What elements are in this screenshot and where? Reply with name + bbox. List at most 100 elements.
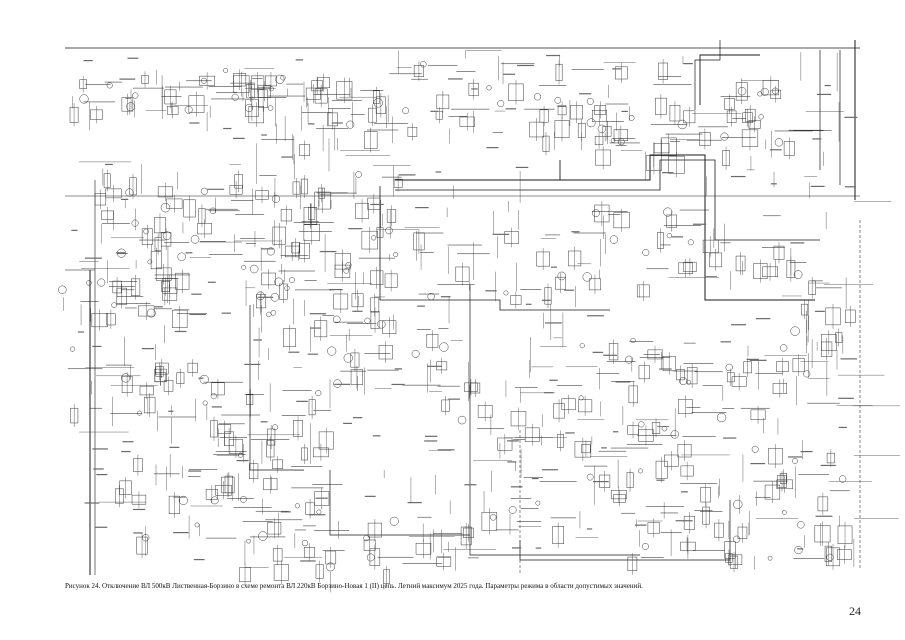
annotation-mark xyxy=(261,248,274,250)
annotation-mark xyxy=(83,60,93,62)
transformer-symbol xyxy=(160,202,171,213)
transformer-symbol xyxy=(301,539,309,547)
annotation-mark xyxy=(671,236,684,238)
annotation-mark xyxy=(592,351,604,353)
annotation-mark xyxy=(120,198,129,200)
transformer-symbol xyxy=(345,262,352,269)
annotation-mark xyxy=(838,397,854,399)
transformer-symbol xyxy=(106,82,113,89)
annotation-mark xyxy=(448,78,463,80)
annotation-mark xyxy=(571,231,580,233)
transformer-symbol xyxy=(737,86,747,96)
annotation-mark xyxy=(621,110,628,113)
annotation-mark xyxy=(770,183,777,185)
transformer-symbol xyxy=(266,311,272,318)
annotation-mark xyxy=(612,431,619,433)
annotation-mark xyxy=(550,266,557,268)
transformer-symbol xyxy=(366,553,375,562)
annotation-mark xyxy=(141,348,155,350)
annotation-mark xyxy=(372,435,381,437)
annotation-mark xyxy=(435,171,442,173)
annotation-mark xyxy=(507,440,519,442)
transformer-symbol xyxy=(199,374,209,385)
annotation-mark xyxy=(119,78,136,80)
annotation-mark xyxy=(790,242,805,244)
annotation-mark xyxy=(531,477,539,480)
annotation-mark xyxy=(121,450,131,453)
annotation-mark xyxy=(169,446,180,448)
annotation-mark xyxy=(328,288,343,291)
transformer-symbol xyxy=(275,74,285,84)
transformer-symbol xyxy=(315,390,322,397)
transformer-symbol xyxy=(610,138,616,143)
annotation-mark xyxy=(557,105,567,107)
transformer-symbol xyxy=(241,264,247,270)
annotation-mark xyxy=(824,84,831,87)
annotation-mark xyxy=(838,426,847,429)
annotation-mark xyxy=(173,532,189,534)
transformer-symbol xyxy=(79,94,89,104)
transformer-symbol xyxy=(427,292,435,301)
transformer-symbol xyxy=(333,315,341,324)
transformer-symbol xyxy=(137,410,142,416)
annotation-mark xyxy=(198,377,204,379)
annotation-mark xyxy=(840,358,858,360)
transformer-symbol xyxy=(554,96,562,104)
transformer-symbol xyxy=(774,138,784,147)
transmission-line xyxy=(329,470,470,536)
annotation-mark xyxy=(440,296,451,298)
transformer-symbol xyxy=(628,115,635,121)
transformer-symbol xyxy=(578,395,584,401)
transformer-symbol xyxy=(268,86,274,92)
page-number: 24 xyxy=(849,604,861,618)
annotation-mark xyxy=(579,93,592,95)
annotation-mark xyxy=(288,351,300,353)
transformer-symbol xyxy=(533,93,542,101)
annotation-mark xyxy=(133,532,143,534)
annotation-mark xyxy=(92,448,108,450)
transformer-symbol xyxy=(316,509,322,515)
annotation-mark xyxy=(723,437,737,439)
annotation-mark xyxy=(424,435,438,437)
transformer-symbol xyxy=(210,393,217,400)
annotation-mark xyxy=(656,479,665,481)
annotation-mark xyxy=(207,281,216,283)
transformer-symbol xyxy=(582,272,592,282)
annotation-mark xyxy=(720,341,731,343)
transformer-symbol xyxy=(371,235,377,241)
annotation-mark xyxy=(586,528,593,530)
transformer-symbol xyxy=(373,98,383,108)
annotation-mark xyxy=(424,440,438,442)
annotation-mark xyxy=(127,57,139,59)
annotation-mark xyxy=(662,172,674,174)
annotation-mark xyxy=(307,353,318,355)
annotation-mark xyxy=(485,290,497,292)
annotation-mark xyxy=(398,174,416,176)
transformer-symbol xyxy=(670,430,679,439)
annotation-mark xyxy=(253,339,263,341)
transformer-symbol xyxy=(641,543,649,550)
transformer-symbol xyxy=(686,379,691,385)
annotation-mark xyxy=(430,110,439,112)
transformer-symbol xyxy=(143,228,149,235)
annotation-mark xyxy=(115,252,126,254)
annotation-mark xyxy=(92,345,102,348)
transformer-symbol xyxy=(661,425,668,432)
transformer-symbol xyxy=(609,235,619,244)
annotation-mark xyxy=(233,137,245,139)
transmission-line xyxy=(469,285,640,556)
annotation-mark xyxy=(601,447,607,449)
transformer-symbol xyxy=(258,531,268,541)
annotation-mark xyxy=(370,203,384,206)
annotation-mark xyxy=(515,166,529,169)
annotation-mark xyxy=(587,315,604,317)
transformer-symbol xyxy=(790,326,800,336)
transformer-symbol xyxy=(420,61,427,68)
transformer-symbol xyxy=(210,496,219,505)
transformer-symbol xyxy=(597,124,607,134)
annotation-mark xyxy=(797,548,804,550)
annotation-mark xyxy=(471,88,478,90)
annotation-mark xyxy=(814,310,825,312)
transformer-symbol xyxy=(385,226,393,235)
